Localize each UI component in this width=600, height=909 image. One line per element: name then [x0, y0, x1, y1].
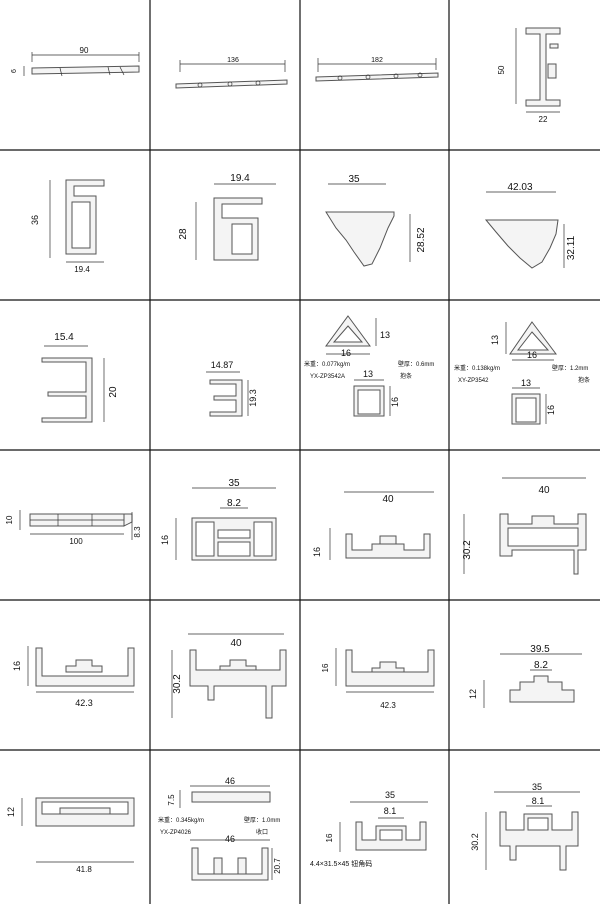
profile-cell-17: 16 42.3 — [12, 646, 135, 708]
dim-label: 19.3 — [248, 389, 258, 407]
dim-label: 16 — [390, 397, 400, 407]
dim-label: 20 — [108, 386, 119, 398]
dim-label: 35 — [532, 782, 542, 792]
dim-label: 40 — [538, 485, 550, 496]
profile-cell-4: 50 22 — [497, 27, 561, 124]
profile-cell-3: 182 — [315, 57, 439, 82]
dim-label: 30.2 — [470, 833, 480, 851]
dim-label: 8.1 — [384, 806, 397, 816]
dim-label: 16 — [312, 547, 322, 557]
spec-weight: 米重：0.138kg/m — [454, 364, 500, 372]
dim-label: 36 — [30, 215, 40, 225]
dim-label: 19.4 — [230, 173, 250, 184]
dim-label: 90 — [80, 46, 89, 55]
dim-label: 30.2 — [172, 674, 183, 694]
profile-cell-10: 14.87 19.3 — [206, 360, 258, 417]
dim-label: 136 — [227, 57, 239, 64]
dim-label: 16 — [321, 663, 330, 672]
dim-label: 100 — [69, 537, 83, 546]
dim-label: 10 — [5, 515, 14, 524]
dim-label: 12 — [6, 807, 16, 817]
dim-label: 19.4 — [74, 265, 90, 274]
dim-label: 41.8 — [76, 865, 92, 874]
dim-label: 28 — [178, 228, 189, 240]
dim-label: 35 — [385, 790, 395, 800]
dim-label: 13 — [380, 330, 390, 340]
profile-cell-5: 36 19.4 — [30, 179, 105, 274]
profile-cell-19: 16 42.3 — [321, 648, 435, 710]
dim-label: 46 — [225, 834, 235, 844]
profile-cell-7: 35 28.52 — [325, 174, 427, 267]
profile-cell-20: 39.5 8.2 12 — [468, 644, 582, 708]
spec-note: 4.4×31.5×45 钮角码 — [310, 859, 372, 868]
dim-label: 13 — [490, 335, 500, 345]
dim-label: 35 — [348, 174, 360, 185]
dim-label: 22 — [539, 115, 548, 124]
dim-label: 7.5 — [167, 794, 176, 806]
profile-cell-8: 42.03 32.11 — [484, 182, 577, 269]
dim-label: 6 — [11, 69, 18, 73]
spec-thickness: 壁厚：1.0mm — [244, 816, 280, 824]
dim-label: 16 — [325, 833, 334, 842]
profile-cell-12: 13 16 米重：0.138kg/m 壁厚：1.2mm XY-ZP3542 抱条… — [454, 321, 590, 425]
spec-note: 抱条 — [578, 376, 590, 384]
profile-cell-6: 19.4 28 — [178, 173, 276, 261]
spec-note: 收口 — [256, 828, 268, 836]
profile-cell-21: 12 41.8 — [6, 797, 135, 874]
profile-cell-9: 15.4 20 — [41, 332, 119, 423]
dim-label: 8.3 — [133, 526, 142, 538]
dim-label: 16 — [546, 405, 556, 415]
dim-label: 15.4 — [54, 332, 74, 343]
dim-label: 46 — [225, 776, 235, 786]
dim-label: 42.03 — [507, 182, 532, 193]
profile-cell-15: 40 16 — [312, 491, 434, 560]
profile-cell-14: 35 8.2 16 — [160, 478, 277, 561]
dim-label: 14.87 — [211, 360, 234, 370]
profile-cell-11: 13 16 米重：0.077kg/m 壁厚：0.6mm YX-ZP3542A 抱… — [304, 315, 434, 417]
spec-code: YX-ZP3542A — [310, 374, 345, 380]
dim-label: 12 — [468, 689, 478, 699]
spec-thickness: 壁厚：0.6mm — [398, 360, 434, 368]
dim-label: 8.2 — [227, 498, 241, 509]
dim-label: 13 — [363, 369, 373, 379]
dim-label: 16 — [527, 350, 537, 360]
dim-label: 16 — [160, 535, 170, 545]
dim-label: 50 — [497, 65, 506, 74]
spec-thickness: 壁厚：1.2mm — [552, 364, 588, 372]
dim-label: 39.5 — [530, 644, 550, 655]
dim-label: 40 — [230, 638, 242, 649]
dim-label: 30.2 — [462, 540, 473, 560]
dim-label: 40 — [382, 494, 394, 505]
profile-cell-18: 40 30.2 — [171, 633, 287, 719]
profile-cell-23: 35 8.1 16 4.4×31.5×45 钮角码 — [310, 790, 428, 868]
profile-cell-2: 136 — [175, 57, 288, 89]
dim-label: 20.7 — [273, 858, 282, 874]
profile-cell-22: 46 7.5 米重：0.345kg/m 壁厚：1.0mm YX-ZP4026 收… — [158, 776, 282, 881]
dim-label: 182 — [371, 57, 383, 64]
spec-weight: 米重：0.077kg/m — [304, 360, 350, 368]
spec-code: YX-ZP4026 — [160, 830, 192, 836]
dim-label: 16 — [341, 348, 351, 358]
spec-weight: 米重：0.345kg/m — [158, 816, 204, 824]
dim-label: 42.3 — [75, 698, 93, 708]
profile-cell-24: 35 8.1 30.2 — [470, 782, 580, 871]
dim-label: 8.2 — [534, 660, 548, 671]
dim-label: 28.52 — [416, 227, 427, 252]
profile-cell-13: 10 100 8.3 — [5, 510, 142, 546]
spec-code: XY-ZP3542 — [458, 378, 489, 384]
spec-note: 抱条 — [400, 372, 412, 380]
dim-label: 8.1 — [532, 796, 545, 806]
profile-cell-1: 90 6 — [11, 46, 140, 77]
dim-label: 32.11 — [566, 235, 577, 260]
profile-cell-16: 40 30.2 — [462, 477, 587, 575]
dim-label: 42.3 — [380, 701, 396, 710]
dim-label: 13 — [521, 378, 531, 388]
dim-label: 35 — [228, 478, 240, 489]
dim-label: 16 — [12, 661, 22, 671]
